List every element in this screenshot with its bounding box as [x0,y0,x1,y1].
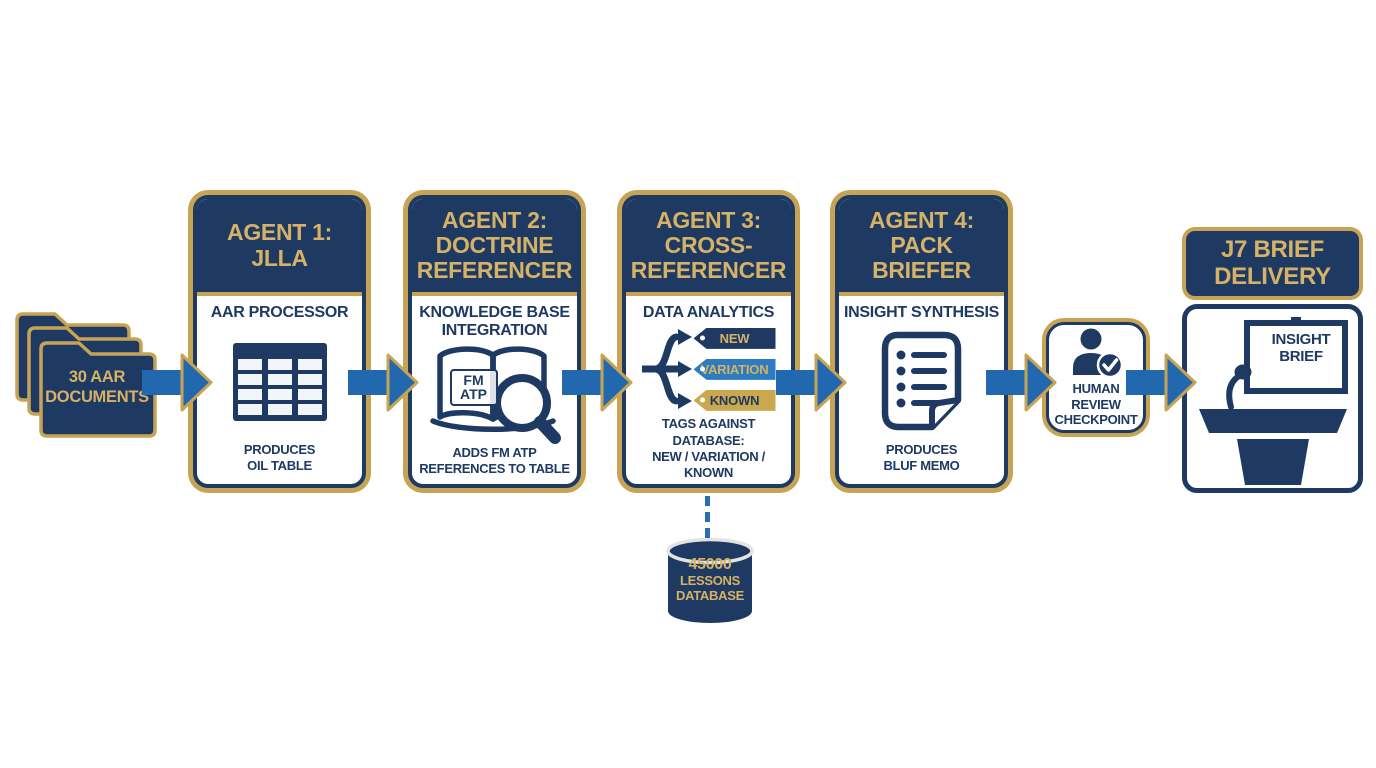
database-dashed-connector [705,496,710,538]
database-label: 45000 LESSONS DATABASE [664,556,756,604]
branch-arrows-icon [641,329,692,410]
agent-1-caption: PRODUCES OIL TABLE [243,441,316,473]
agent-box-1: AGENT 1: JLLA AAR PROCESSOR PRODUCES O [188,190,371,493]
delivery-title: J7 BRIEF DELIVERY [1186,231,1359,296]
delivery-header: J7 BRIEF DELIVERY [1182,227,1363,300]
table-icon [232,342,327,421]
flow-arrow-5 [986,353,1057,412]
flow-arrow-4 [776,353,847,412]
agent-4-caption: PRODUCES BLUF MEMO [883,441,960,473]
agent-box-2: AGENT 2: DOCTRINE REFERENCER KNOWLEDGE B… [403,190,586,493]
agent-3-header: AGENT 3: CROSS- REFERENCER [626,199,791,296]
agent-2-caption: ADDS FM ATP REFERENCES TO TABLE [419,444,570,477]
folder-stack-icon [15,312,157,438]
flow-arrow-2 [348,353,419,412]
database-line3: DATABASE [676,588,744,604]
agent-box-3: AGENT 3: CROSS- REFERENCER DATA ANALYTIC… [617,190,800,493]
insight-brief-screen-label: INSIGHT BRIEF [1271,331,1331,366]
agent-3-caption: TAGS AGAINST DATABASE: NEW / VARIATION /… [652,416,765,481]
delivery-body: INSIGHT BRIEF [1182,304,1363,493]
memo-icon [881,331,961,431]
agent-2-subtitle: KNOWLEDGE BASE INTEGRATION [419,304,570,340]
agent-4-header: AGENT 4: PACK BRIEFER [839,199,1004,296]
variation-tag: VARIATION [693,358,776,380]
new-tag: NEW [693,327,776,349]
flow-arrow-3 [562,353,633,412]
agent-4-subtitle: INSIGHT SYNTHESIS [844,304,999,321]
book-fm-atp-label: FM ATP [449,368,498,407]
database-count: 45000 [688,556,732,573]
agent-1-header: AGENT 1: JLLA [197,199,362,296]
agent-2-header: AGENT 2: DOCTRINE REFERENCER [412,199,577,296]
database-icon [666,537,754,623]
source-documents-label: 30 AAR DOCUMENTS [45,368,149,406]
checkpoint-label: HUMAN REVIEW CHECKPOINT [1054,381,1138,428]
flow-arrow-6 [1126,353,1197,412]
known-tag: KNOWN [693,389,776,411]
agent-box-4: AGENT 4: PACK BRIEFER INSIGHT SYNTHESIS [830,190,1013,493]
agent-1-subtitle: AAR PROCESSOR [210,304,349,321]
flow-arrow-1 [142,353,213,412]
book-magnifier-icon [429,346,561,444]
podium-icon [1199,317,1348,485]
person-check-icon [1073,328,1124,379]
agent-3-subtitle: DATA ANALYTICS [642,304,775,321]
database-line2: LESSONS [679,573,741,589]
